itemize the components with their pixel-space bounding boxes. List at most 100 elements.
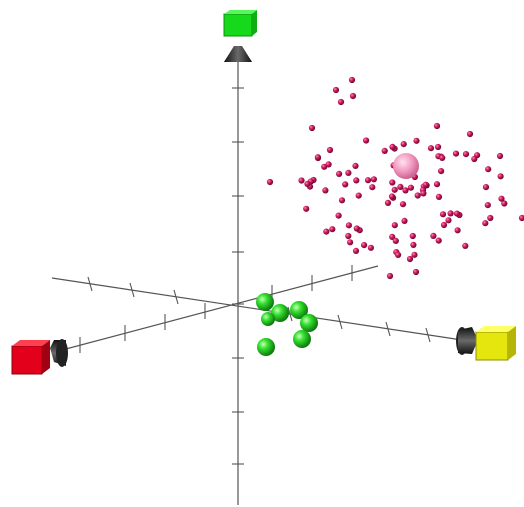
cluster-a-point[interactable] xyxy=(266,178,274,186)
cluster-a-point[interactable] xyxy=(389,179,396,186)
cluster-a-point[interactable] xyxy=(413,137,420,144)
cluster-a-point[interactable] xyxy=(298,177,305,184)
cluster-a-point[interactable] xyxy=(401,217,408,224)
cluster-a-point[interactable] xyxy=(409,232,416,240)
cluster-b-point[interactable] xyxy=(261,312,275,326)
cluster-a-point[interactable] xyxy=(410,241,417,248)
cluster-a-point[interactable] xyxy=(347,239,354,246)
cluster-a-point[interactable] xyxy=(322,187,329,194)
cluster-a-point[interactable] xyxy=(386,272,394,280)
cluster-a-point[interactable] xyxy=(369,184,376,191)
cluster-a-point[interactable] xyxy=(518,214,524,222)
cluster-a-point[interactable] xyxy=(370,176,377,183)
cluster-a-point[interactable] xyxy=(435,143,442,151)
cluster-a-point[interactable] xyxy=(435,237,442,244)
cluster-a-point[interactable] xyxy=(391,222,398,229)
z-axis-handle[interactable] xyxy=(456,326,516,361)
cluster-a-point[interactable] xyxy=(332,86,340,94)
cluster-a-point[interactable] xyxy=(392,237,399,244)
cluster-a-point[interactable] xyxy=(471,155,478,163)
cluster-a-point[interactable] xyxy=(462,151,470,158)
cluster-a-point[interactable] xyxy=(363,137,370,144)
cluster-a-point[interactable] xyxy=(308,124,316,132)
cluster-a-point[interactable] xyxy=(440,221,448,229)
cluster-a-point[interactable] xyxy=(498,195,505,202)
cluster-a-point[interactable] xyxy=(367,244,374,251)
cluster-a-point[interactable] xyxy=(395,251,402,258)
cluster-a-point[interactable] xyxy=(314,154,321,161)
cluster-a-point[interactable] xyxy=(497,173,504,180)
cluster-a-point[interactable] xyxy=(352,162,359,169)
cluster-a-point[interactable] xyxy=(352,247,360,254)
cluster-b-point[interactable] xyxy=(256,293,274,311)
cluster-a-point[interactable] xyxy=(414,192,421,199)
cluster-a-point[interactable] xyxy=(345,222,352,229)
cluster-a-point[interactable] xyxy=(323,228,330,235)
cluster-a-centroid[interactable] xyxy=(393,153,419,179)
cluster-a-point[interactable] xyxy=(338,197,346,204)
cluster-a-point[interactable] xyxy=(337,98,345,106)
x-axis-handle[interactable] xyxy=(11,339,68,375)
cluster-a-point[interactable] xyxy=(427,145,435,152)
cluster-a-point[interactable] xyxy=(501,200,508,207)
cluster-b-point[interactable] xyxy=(257,338,275,356)
cluster-a-point[interactable] xyxy=(439,211,447,218)
cluster-a-point[interactable] xyxy=(420,190,427,197)
cluster-a-point[interactable] xyxy=(435,193,443,200)
cluster-a-point[interactable] xyxy=(484,202,491,209)
cluster-a-point[interactable] xyxy=(454,227,461,234)
cluster-a-point[interactable] xyxy=(345,232,352,240)
cluster-a-point[interactable] xyxy=(400,141,407,148)
cluster-a-point[interactable] xyxy=(384,199,392,206)
cluster-a-point[interactable] xyxy=(389,143,396,150)
cluster-a-point[interactable] xyxy=(303,205,310,212)
cluster-b-point[interactable] xyxy=(290,301,308,319)
cluster-a-point[interactable] xyxy=(399,201,407,208)
cluster-a-point[interactable] xyxy=(397,183,404,190)
cluster-a-point[interactable] xyxy=(487,214,494,222)
cluster-a-point[interactable] xyxy=(348,76,356,84)
cluster-a-point[interactable] xyxy=(433,122,441,130)
cluster-a-point[interactable] xyxy=(389,233,396,240)
cluster-b-point[interactable] xyxy=(293,330,311,348)
cluster-a-point[interactable] xyxy=(496,152,504,160)
cluster-a-point[interactable] xyxy=(430,232,437,239)
cluster-a-point[interactable] xyxy=(353,225,360,232)
cluster-a-point[interactable] xyxy=(325,161,332,168)
cluster-a-point[interactable] xyxy=(391,186,398,193)
y-axis-handle[interactable] xyxy=(223,10,257,62)
cluster-a-point[interactable] xyxy=(336,170,343,177)
cluster-a-point[interactable] xyxy=(349,92,357,100)
cluster-a-point[interactable] xyxy=(433,181,441,188)
cluster-a-point[interactable] xyxy=(345,169,352,176)
cluster-b-point[interactable] xyxy=(300,314,318,332)
cluster-a-point[interactable] xyxy=(329,226,336,233)
cluster-a-point[interactable] xyxy=(407,184,414,191)
cluster-a-point[interactable] xyxy=(364,177,372,184)
cluster-a-point[interactable] xyxy=(422,181,429,188)
cluster-a-point[interactable] xyxy=(335,212,342,219)
cluster-a-point[interactable] xyxy=(447,210,454,217)
cluster-a-point[interactable] xyxy=(381,147,388,154)
cluster-a-point[interactable] xyxy=(412,268,420,276)
cluster-a-point[interactable] xyxy=(402,187,409,194)
cluster-a-point[interactable] xyxy=(361,242,368,249)
cluster-a-point[interactable] xyxy=(445,217,452,224)
cluster-a-point[interactable] xyxy=(462,242,469,249)
cluster-b-point[interactable] xyxy=(271,304,289,322)
cluster-a-point[interactable] xyxy=(353,177,360,184)
cluster-a-point[interactable] xyxy=(439,154,446,161)
cluster-a-point[interactable] xyxy=(355,192,362,199)
cluster-a-point[interactable] xyxy=(485,166,492,173)
cluster-a-point[interactable] xyxy=(388,193,396,200)
cluster-a-point[interactable] xyxy=(482,184,490,191)
cluster-a-point[interactable] xyxy=(342,181,349,188)
cluster-a-point[interactable] xyxy=(482,220,489,227)
cluster-a-point[interactable] xyxy=(453,210,461,217)
cluster-a-point[interactable] xyxy=(326,146,334,154)
cluster-a-point[interactable] xyxy=(438,168,445,175)
cluster-a-point[interactable] xyxy=(304,180,311,187)
cluster-a-point[interactable] xyxy=(411,251,418,258)
cluster-a-point[interactable] xyxy=(406,255,414,263)
